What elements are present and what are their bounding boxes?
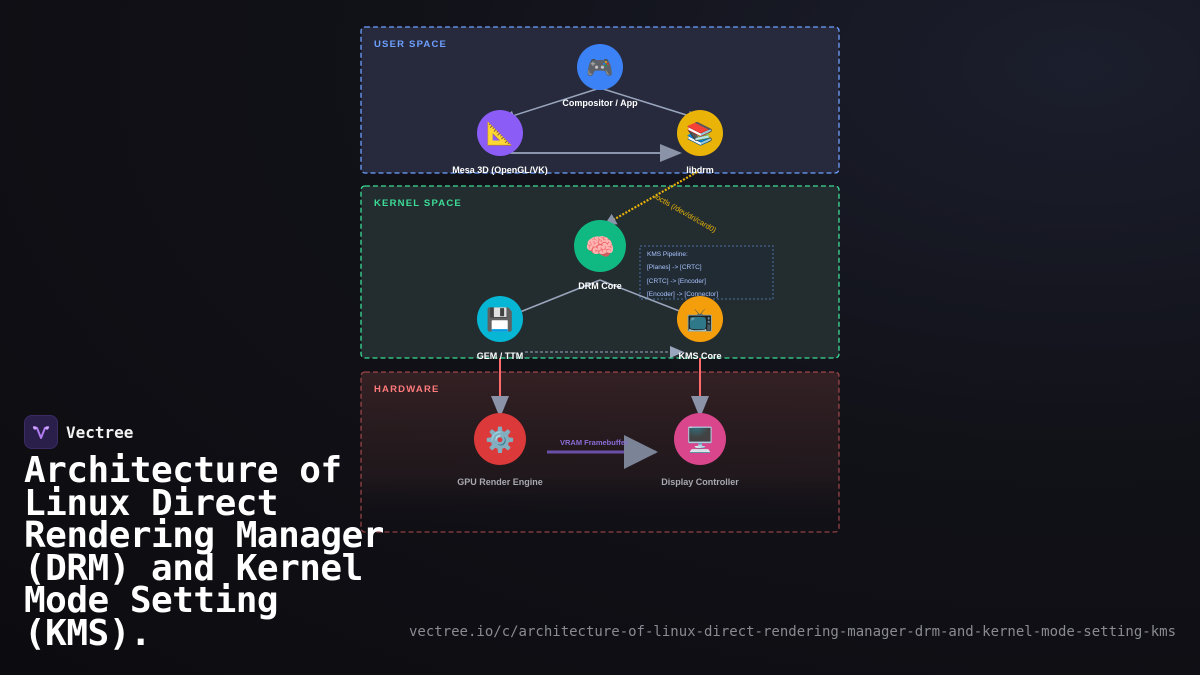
gamepad-icon: 🎮	[586, 55, 613, 80]
kms-pipeline-line: [CRTC] -> [Encoder]	[647, 278, 706, 285]
node-gem-ttm: 💾 GEM / TTM	[477, 296, 524, 361]
node-libdrm: 📚 libdrm	[677, 110, 723, 175]
node-drm-core: 🧠 DRM Core	[574, 220, 626, 291]
kms-pipeline-line: [Encoder] -> [Connector]	[647, 291, 718, 298]
edge-compositor-mesa	[504, 87, 601, 121]
vram-label: VRAM Framebuffer	[560, 438, 628, 447]
kms-pipeline-box: KMS Pipeline: [Planes] -> [CRTC] [CRTC] …	[639, 245, 774, 300]
node-label: Display Controller	[661, 477, 739, 487]
kernel-space-label: KERNEL SPACE	[374, 198, 462, 209]
edge-drm-core-gem	[519, 279, 601, 313]
node-kms-core: 📺 KMS Core	[677, 296, 723, 361]
node-display: 🖥️ Display Controller	[661, 413, 739, 487]
user-space-label: USER SPACE	[374, 39, 447, 50]
triangle-ruler-icon: 📐	[486, 121, 513, 146]
books-icon: 📚	[686, 121, 713, 146]
television-icon: 📺	[686, 307, 713, 332]
page-url[interactable]: vectree.io/c/architecture-of-linux-direc…	[408, 624, 1176, 640]
brain-icon: 🧠	[585, 234, 615, 261]
monitor-icon: 🖥️	[685, 426, 715, 454]
node-label: Mesa 3D (OpenGL/VK)	[452, 165, 548, 175]
node-label: GPU Render Engine	[457, 477, 543, 487]
node-label: GEM / TTM	[477, 351, 524, 361]
kms-pipeline-line: [Planes] -> [CRTC]	[647, 264, 702, 271]
edge-compositor-libdrm	[599, 87, 698, 121]
edge-drm-core-kms	[599, 279, 683, 313]
node-label: Compositor / App	[562, 98, 638, 108]
hardware-label: HARDWARE	[374, 384, 440, 395]
floppy-disk-icon: 💾	[486, 307, 513, 332]
node-gpu: ⚙️ GPU Render Engine	[457, 413, 543, 487]
node-label: libdrm	[686, 165, 714, 175]
gear-icon: ⚙️	[485, 426, 515, 454]
brand: Vectree	[24, 415, 133, 449]
node-label: KMS Core	[678, 351, 721, 361]
node-compositor: 🎮 Compositor / App	[562, 44, 638, 108]
page-title: Architecture of Linux Direct Rendering M…	[24, 450, 384, 654]
node-label: DRM Core	[578, 281, 622, 291]
kms-pipeline-line: KMS Pipeline:	[647, 251, 688, 258]
vectree-logo-icon	[24, 415, 58, 449]
node-mesa: 📐 Mesa 3D (OpenGL/VK)	[452, 110, 548, 175]
brand-name: Vectree	[66, 422, 134, 442]
